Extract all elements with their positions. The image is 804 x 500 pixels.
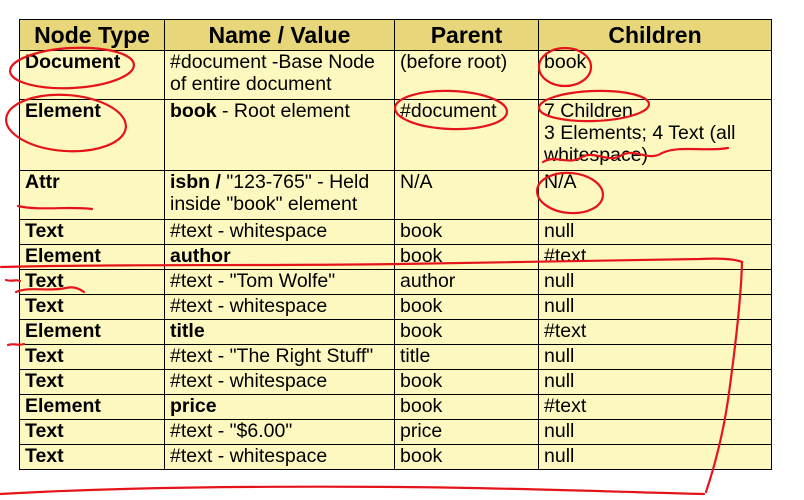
name-desc: #text - whitespace <box>170 220 328 243</box>
name-desc: "123-765" - Held inside "book" element <box>170 171 370 216</box>
cell-children: null <box>538 344 772 370</box>
table-row: Text #text - whitespace book null <box>19 294 772 320</box>
cell-parent: book <box>394 319 539 345</box>
cell-node-type: Text <box>19 344 165 370</box>
cell-node-type: Text <box>19 444 165 470</box>
table-row: Text #text - "The Right Stuff" title nul… <box>19 344 772 370</box>
cell-parent: N/A <box>394 170 539 220</box>
table-row: Text #text - whitespace book null <box>19 444 772 470</box>
cell-parent: (before root) <box>394 50 539 100</box>
table-row: Text #text - "$6.00" price null <box>19 419 772 445</box>
table-row: Element author book #text <box>19 244 772 270</box>
tick-text-row <box>4 278 22 283</box>
name-desc: #text - "$6.00" <box>170 420 293 443</box>
cell-children: N/A <box>538 170 772 220</box>
cell-children: book <box>538 50 772 100</box>
header-name-value: Name / Value <box>164 19 395 51</box>
table-header-row: Node Type Name / Value Parent Children <box>19 19 772 51</box>
cell-children: null <box>538 219 772 245</box>
cell-parent: title <box>394 344 539 370</box>
cell-node-type: Text <box>19 294 165 320</box>
name-bold: price <box>170 395 217 418</box>
cell-name-value: #document -Base Node of entire document <box>164 50 395 100</box>
cell-children: 7 Children 3 Elements; 4 Text (all white… <box>538 99 772 171</box>
cell-node-type: Element <box>19 244 165 270</box>
cell-name-value: #text - whitespace <box>164 444 395 470</box>
table-row: Document #document -Base Node of entire … <box>19 50 772 100</box>
cell-name-value: #text - "Tom Wolfe" <box>164 269 395 295</box>
cell-children: #text <box>538 244 772 270</box>
cell-children: null <box>538 369 772 395</box>
header-node-type: Node Type <box>19 19 165 51</box>
cell-node-type: Element <box>19 394 165 420</box>
cell-node-type: Text <box>19 269 165 295</box>
cell-parent: #document <box>394 99 539 171</box>
name-bold: book <box>170 100 217 123</box>
cell-children: null <box>538 269 772 295</box>
cell-children: #text <box>538 319 772 345</box>
cell-node-type: Document <box>19 50 165 100</box>
cell-parent: book <box>394 369 539 395</box>
table-row: Text #text - whitespace book null <box>19 369 772 395</box>
name-desc: #text - whitespace <box>170 295 328 318</box>
cell-name-value: #text - whitespace <box>164 369 395 395</box>
name-desc: #document -Base Node of entire document <box>170 51 375 96</box>
cell-name-value: price <box>164 394 395 420</box>
cell-node-type: Attr <box>19 170 165 220</box>
cell-parent: book <box>394 294 539 320</box>
table-row: Element title book #text <box>19 319 772 345</box>
name-desc: #text - "The Right Stuff" <box>170 345 374 368</box>
name-bold: isbn / <box>170 171 221 194</box>
name-desc: #text - "Tom Wolfe" <box>170 270 336 293</box>
cell-children: null <box>538 444 772 470</box>
table-row: Element book - Root element #document 7 … <box>19 99 772 171</box>
cell-node-type: Text <box>19 419 165 445</box>
cell-node-type: Element <box>19 319 165 345</box>
cell-parent: book <box>394 244 539 270</box>
cell-parent: book <box>394 219 539 245</box>
name-bold: author <box>170 245 231 268</box>
cell-children: null <box>538 419 772 445</box>
dom-node-table: Node Type Name / Value Parent Children D… <box>19 19 772 470</box>
name-desc: - Root element <box>216 100 350 123</box>
bracket-bottom-line <box>0 485 706 496</box>
cell-name-value: book - Root element <box>164 99 395 171</box>
table-row: Text #text - whitespace book null <box>19 219 772 245</box>
cell-name-value: #text - whitespace <box>164 294 395 320</box>
header-parent: Parent <box>394 19 539 51</box>
cell-node-type: Text <box>19 219 165 245</box>
name-bold: title <box>170 320 205 343</box>
cell-name-value: isbn / "123-765" - Held inside "book" el… <box>164 170 395 220</box>
cell-name-value: #text - "$6.00" <box>164 419 395 445</box>
cell-parent: book <box>394 444 539 470</box>
table-row: Text #text - "Tom Wolfe" author null <box>19 269 772 295</box>
cell-parent: book <box>394 394 539 420</box>
cell-node-type: Text <box>19 369 165 395</box>
cell-name-value: author <box>164 244 395 270</box>
cell-name-value: title <box>164 319 395 345</box>
cell-children: null <box>538 294 772 320</box>
header-children: Children <box>538 19 772 51</box>
cell-name-value: #text - "The Right Stuff" <box>164 344 395 370</box>
cell-parent: author <box>394 269 539 295</box>
name-desc: #text - whitespace <box>170 445 328 468</box>
table-row: Element price book #text <box>19 394 772 420</box>
table-row: Attr isbn / "123-765" - Held inside "boo… <box>19 170 772 220</box>
cell-name-value: #text - whitespace <box>164 219 395 245</box>
cell-children: #text <box>538 394 772 420</box>
cell-node-type: Element <box>19 99 165 171</box>
name-desc: #text - whitespace <box>170 370 328 393</box>
cell-parent: price <box>394 419 539 445</box>
